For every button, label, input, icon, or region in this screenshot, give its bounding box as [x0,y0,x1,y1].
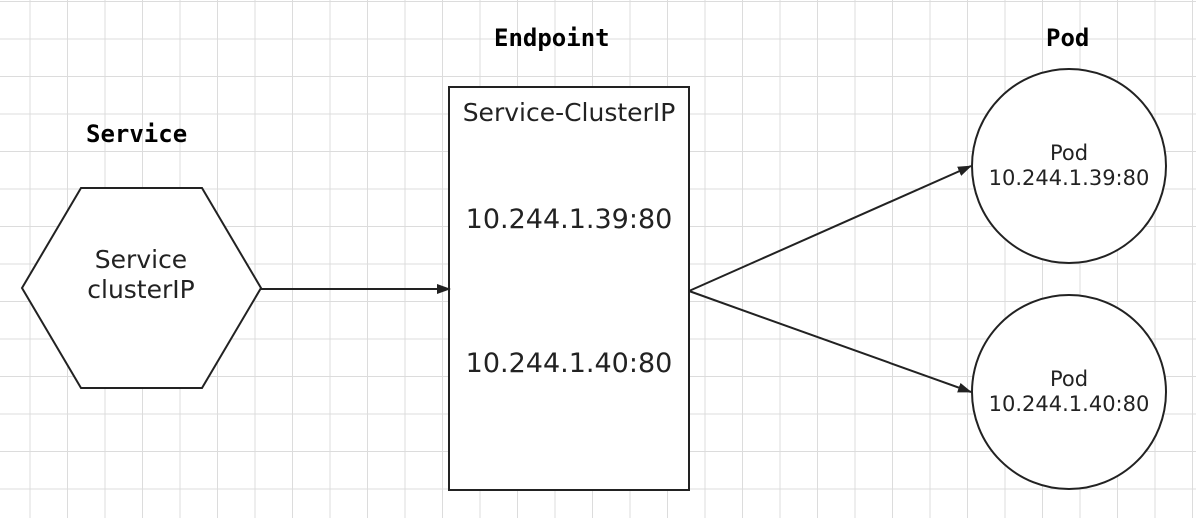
service-node-line1: Service [94,245,188,274]
pod-1-address: 10.244.1.39:80 [988,166,1150,191]
service-node-line2: clusterIP [87,275,195,304]
pod-circle-1 [971,68,1167,264]
arrow-endpoint-to-pod-2 [688,290,972,393]
service-heading: Service [86,120,188,148]
pod-1-label: Pod 10.244.1.39:80 [979,141,1159,191]
service-node-label: Service clusterIP [61,245,221,305]
endpoint-box [448,86,690,491]
pod-2-address: 10.244.1.40:80 [988,392,1150,417]
endpoint-address-2: 10.244.1.40:80 [465,348,673,379]
endpoint-title: Service-ClusterIP [462,98,676,127]
arrow-endpoint-to-pod-1 [688,165,972,292]
service-hexagon [20,187,263,389]
endpoint-address-1: 10.244.1.39:80 [465,204,673,235]
pod-2-label: Pod 10.244.1.40:80 [979,367,1159,417]
pod-heading: Pod [1046,24,1090,52]
endpoint-heading: Endpoint [494,24,610,52]
pod-2-name: Pod [1049,367,1089,391]
pod-circle-2 [971,294,1167,490]
pod-1-name: Pod [1049,141,1089,165]
